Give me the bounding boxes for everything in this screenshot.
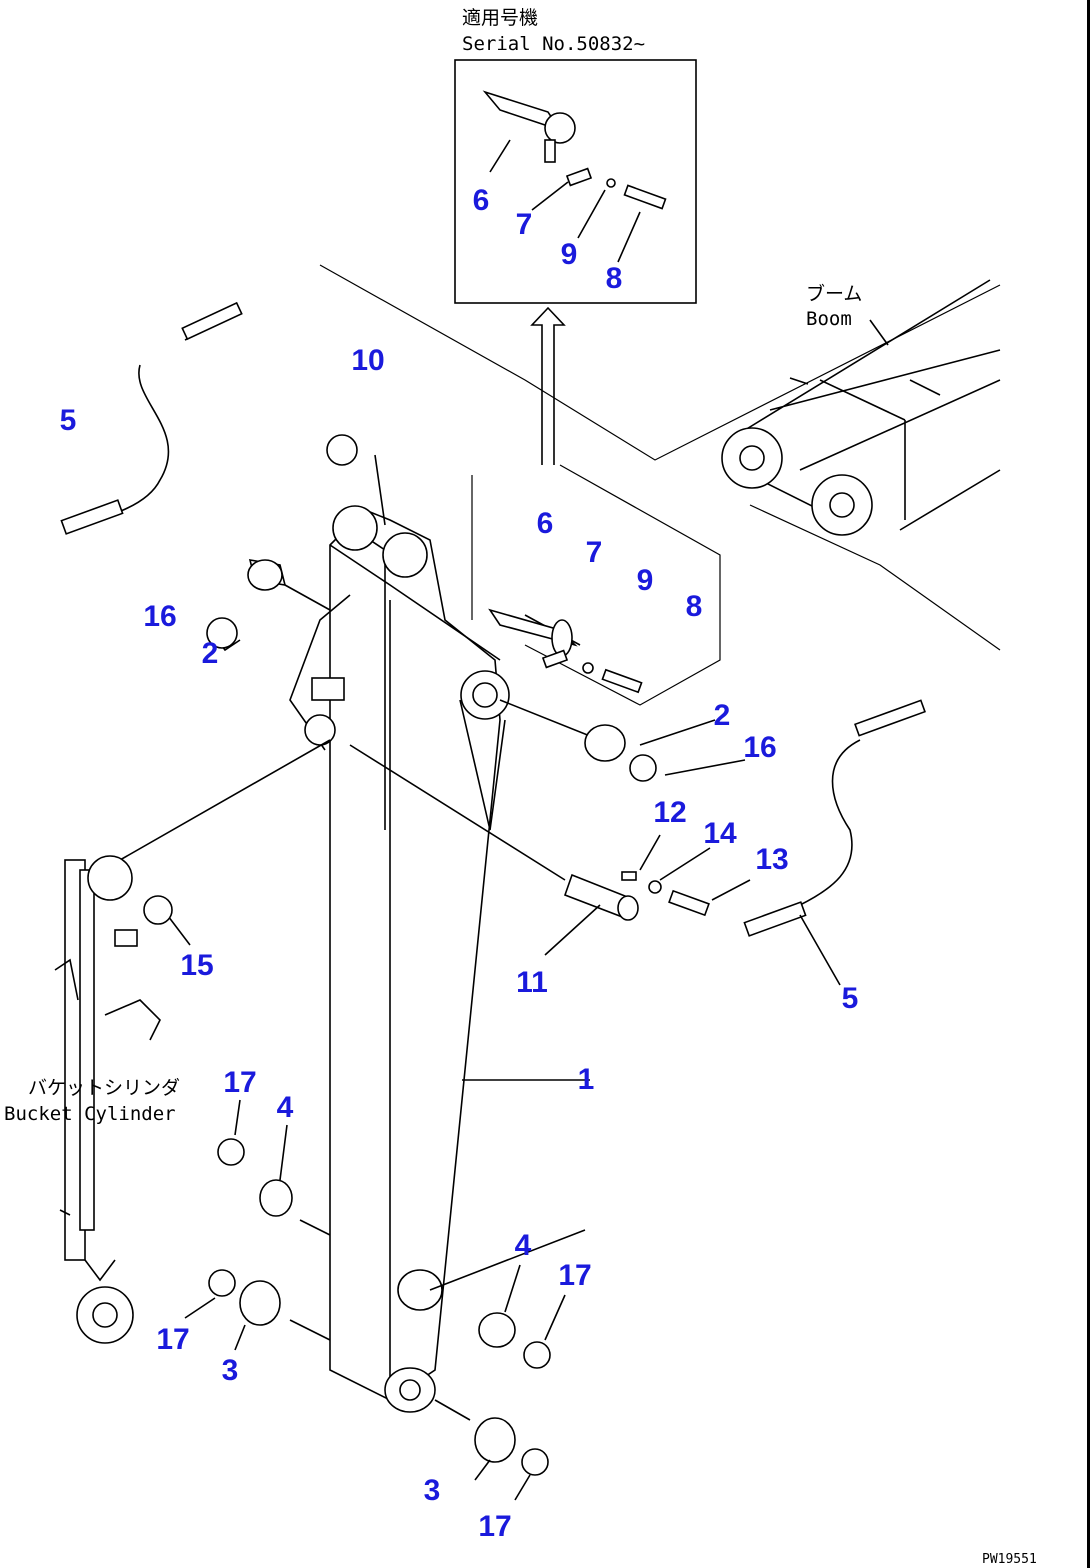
callout-17: 17 [478,1510,511,1543]
callout-3: 3 [222,1354,239,1387]
boom-label-jp: ブーム [806,282,862,305]
callout-9: 9 [637,564,654,597]
callout-12: 12 [653,796,686,829]
bushing-2b [584,724,626,762]
callout-7: 7 [516,208,533,241]
cylinder-label-en: Bucket Cylinder [4,1103,176,1125]
callout-3: 3 [424,1474,441,1507]
bolt-13 [668,889,710,917]
callout-6: 6 [473,184,490,217]
callout-4: 4 [277,1091,294,1124]
callout-17: 17 [558,1259,591,1292]
bushing-4b [478,1312,516,1348]
callout-10: 10 [351,344,384,377]
callout-2: 2 [202,637,219,670]
shim-10 [326,434,358,466]
callout-1: 1 [578,1063,595,1096]
washer-14 [648,880,662,894]
inset-pin [482,90,667,210]
inset-title-jp: 適用号機 [462,7,538,29]
bolt-8 [601,668,643,694]
callout-5: 5 [842,982,859,1015]
bucket-cylinder [54,855,173,1344]
callout-4: 4 [515,1229,532,1262]
lube-hose-left [60,301,243,535]
shim-15 [143,895,173,925]
pin-3b [474,1417,516,1463]
pin-6 [488,608,578,657]
bushing-4a [259,1179,293,1217]
inset-title-en: Serial No.50832~ [462,33,645,55]
pin-11 [563,873,639,921]
callout-17: 17 [156,1323,189,1356]
callout-16: 16 [143,600,176,633]
boom-label-en: Boom [806,308,852,330]
plate-12 [621,871,637,881]
arm-body [289,505,510,1413]
arrow-up-icon [530,306,566,465]
callout-11: 11 [516,966,548,999]
pin-3a [239,1280,281,1326]
ring-17c [208,1269,236,1297]
inset-box [454,59,697,304]
ring-17d [521,1448,549,1476]
ring-16b [629,754,657,782]
lube-hose-right [743,699,926,937]
callouts: 6 7 9 8 10 5 16 2 6 7 9 8 2 16 12 14 13 … [60,184,859,1543]
ring-17b [523,1341,551,1369]
cylinder-label-jp: バケットシリンダ [28,1077,180,1099]
callout-13: 13 [755,843,788,876]
drawing-code: PW19551 [982,1552,1037,1567]
callout-17: 17 [223,1066,256,1099]
callout-14: 14 [703,817,737,850]
callout-2: 2 [714,699,731,732]
callout-16: 16 [743,731,776,764]
callout-8: 8 [606,262,623,295]
boom-drawing [721,279,1001,536]
callout-15: 15 [180,949,213,982]
washer-9 [582,662,594,674]
callout-8: 8 [686,590,703,623]
plate-7 [541,649,569,669]
callout-5: 5 [60,404,77,437]
ring-17a [217,1138,245,1166]
callout-9: 9 [561,238,578,271]
callout-6: 6 [537,507,554,540]
callout-7: 7 [586,536,603,569]
